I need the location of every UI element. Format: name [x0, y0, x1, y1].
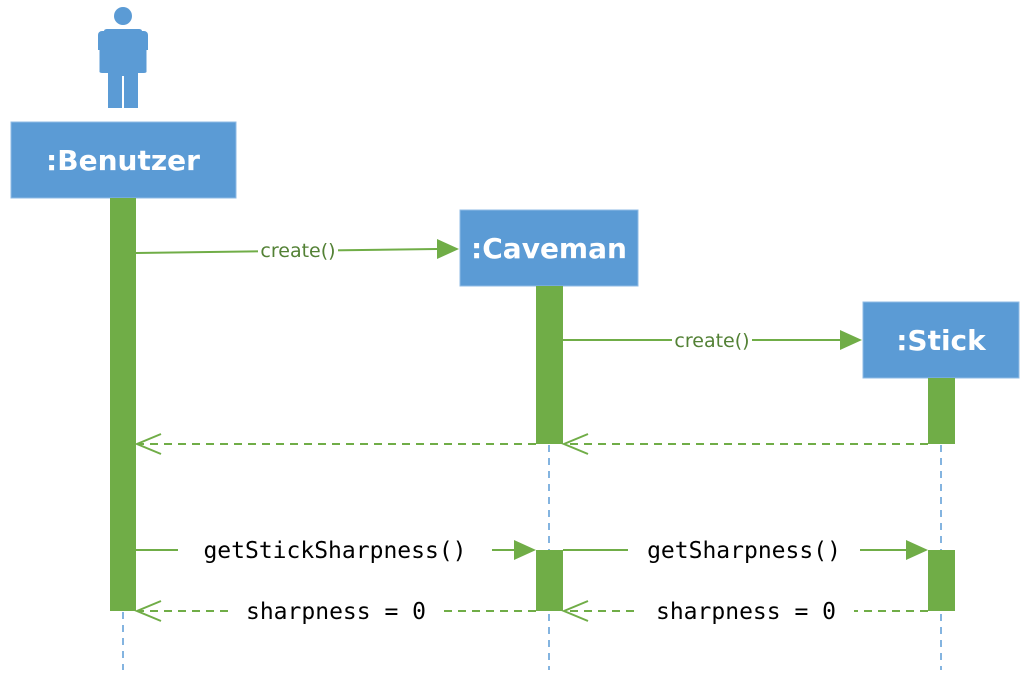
message-return-sharpness-stick: sharpness = 0	[561, 595, 928, 627]
activation-stick-2	[928, 550, 955, 611]
message-label-return-sharpness-caveman: sharpness = 0	[246, 599, 426, 625]
message-label-create-stick: create()	[674, 330, 749, 352]
message-get-stick-sharpness: getStickSharpness()	[136, 534, 536, 566]
message-get-sharpness: getSharpness()	[563, 534, 928, 566]
participant-label-benutzer: :Benutzer	[46, 144, 200, 177]
participant-label-caveman: :Caveman	[471, 232, 627, 265]
activation-stick-1	[928, 378, 955, 444]
message-return-caveman-to-benutzer	[134, 433, 536, 455]
actor-icon	[98, 7, 148, 108]
activation-caveman-2	[536, 550, 563, 611]
message-label-get-sharpness: getSharpness()	[647, 538, 841, 564]
message-label-create-caveman: create()	[260, 240, 335, 262]
participant-label-stick: :Stick	[896, 324, 987, 357]
message-create-stick: create()	[563, 328, 862, 352]
participant-benutzer[interactable]: :Benutzer	[10, 121, 237, 199]
message-return-stick-to-caveman	[561, 433, 928, 455]
message-label-get-stick-sharpness: getStickSharpness()	[203, 538, 466, 564]
participant-stick[interactable]: :Stick	[862, 301, 1020, 379]
message-return-sharpness-caveman: sharpness = 0	[134, 595, 536, 627]
activation-caveman-1	[536, 286, 563, 444]
message-label-return-sharpness-stick: sharpness = 0	[656, 599, 836, 625]
message-create-caveman: create()	[135, 238, 459, 262]
activation-benutzer	[110, 198, 136, 611]
participant-caveman[interactable]: :Caveman	[459, 209, 639, 287]
